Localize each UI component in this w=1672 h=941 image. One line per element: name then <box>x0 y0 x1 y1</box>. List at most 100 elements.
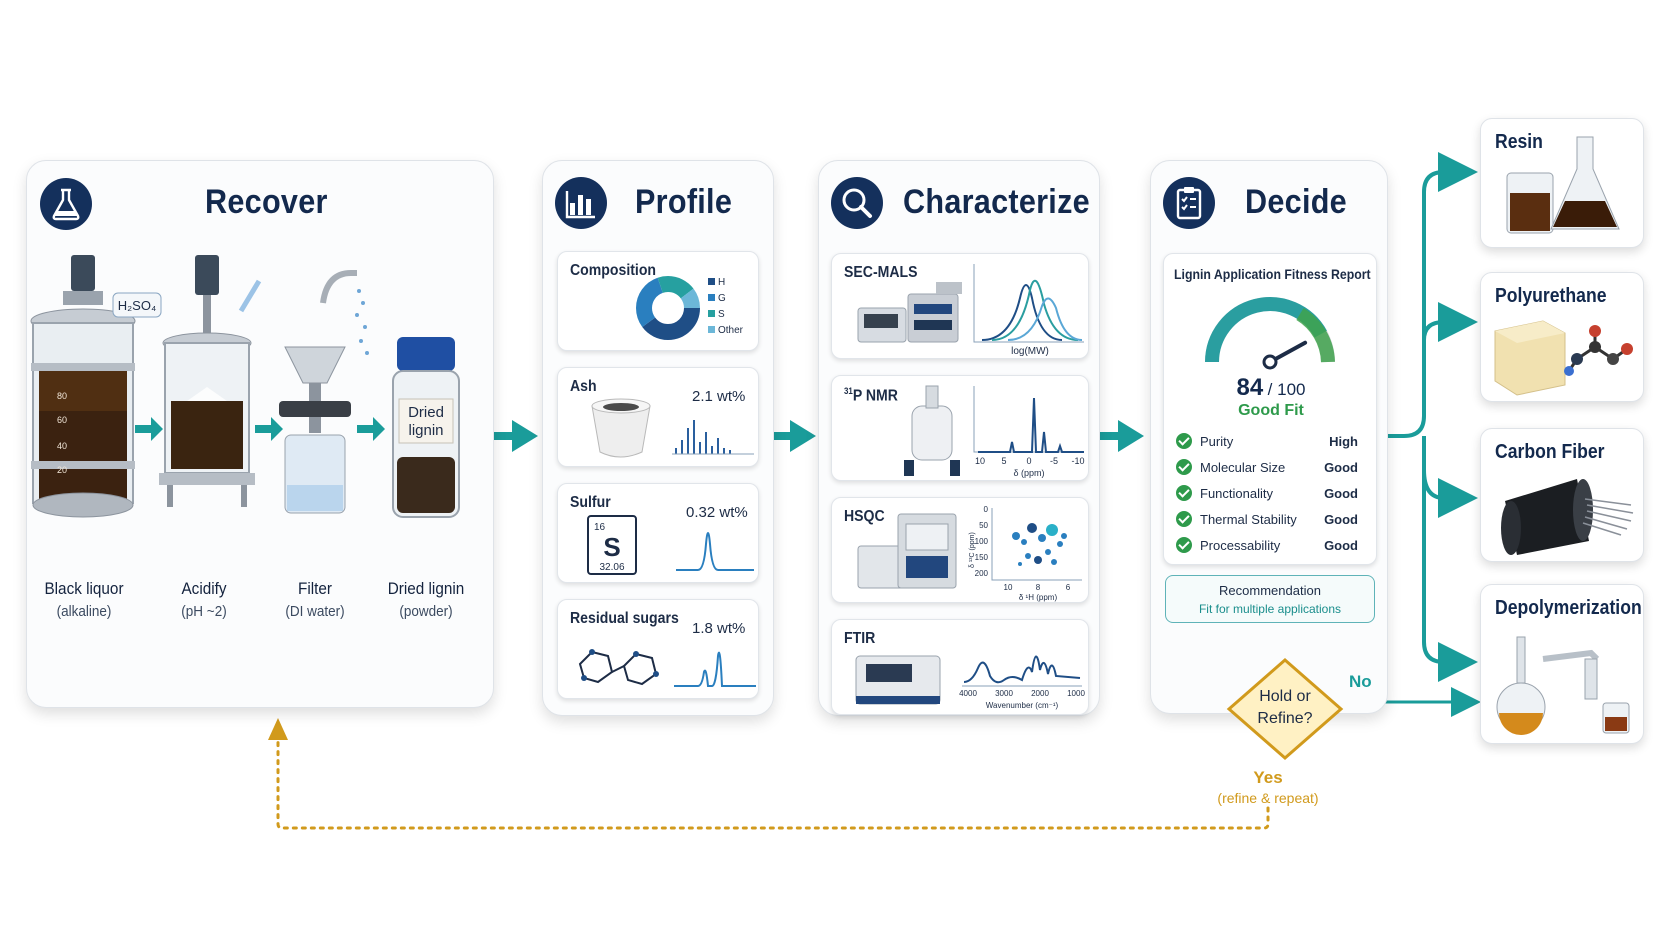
check-icon <box>1176 537 1192 553</box>
branch-arrows <box>1388 152 1478 682</box>
ash-card: Ash 2.1 wt% <box>557 367 759 467</box>
recover-equipment: 80 60 40 20 H₂SO₄ <box>30 255 460 518</box>
tick: -10 <box>1071 456 1084 466</box>
ftir-instrument-image <box>855 655 941 705</box>
profile-panel: Profile Composition H G S Other Ash 2.1 … <box>542 160 774 716</box>
sulfur-value: 0.32 wt% <box>686 504 748 521</box>
ftir-label: FTIR <box>844 630 876 647</box>
composition-card: Composition H G S Other <box>557 251 759 351</box>
sec-mals-card: SEC-MALS log(MW) <box>831 253 1089 359</box>
ftir-chart: 4000 3000 2000 1000 Wavenumber (cm⁻¹) <box>855 655 1085 710</box>
step-sub: (powder) <box>399 603 453 620</box>
sulfur-label: Sulfur <box>570 494 611 511</box>
foam-block-icon <box>1494 320 1633 396</box>
legend-other: Other <box>718 325 744 336</box>
sugars-card: Residual sugars 1.8 wt% <box>557 599 759 699</box>
sugars-value: 1.8 wt% <box>692 620 746 637</box>
report-title: Lignin Application Fitness Report <box>1174 266 1371 282</box>
p-nmr-label: 31P NMR <box>844 386 898 405</box>
tick: 10 <box>975 456 985 466</box>
legend-g: G <box>718 293 726 304</box>
composition-donut: H G S Other <box>636 276 744 340</box>
diamond-line-1: Hold or <box>1259 688 1311 705</box>
step-name: Filter <box>297 579 333 598</box>
check-icon <box>1176 485 1192 501</box>
sec-mals-chart: log(MW) <box>857 264 1084 357</box>
stage-arrow-recover-profile <box>494 420 538 452</box>
sulfur-chart: 16 S 32.06 <box>587 515 754 575</box>
application-depolymerization: Depolymerization <box>1480 584 1644 744</box>
magnifier-icon <box>831 177 883 229</box>
step-sub: (alkaline) <box>56 603 112 620</box>
score-value: 84 / 100 <box>1236 374 1306 401</box>
p-nmr-chart: 10 5 0 -5 -10 δ (ppm) <box>904 385 1085 478</box>
decide-title: Decide <box>1245 183 1347 221</box>
stage-arrow-profile-characterize <box>772 420 816 452</box>
svg-text:80: 80 <box>57 391 67 401</box>
application-label: Depolymerization <box>1495 597 1642 619</box>
svg-text:60: 60 <box>57 415 67 425</box>
element-mass: 32.06 <box>599 562 624 573</box>
spectrometer-image <box>857 513 957 589</box>
recommendation-box: Recommendation Fit for multiple applicat… <box>1165 575 1375 623</box>
decide-panel: Decide Lignin Application Fitness Report… <box>1150 160 1388 714</box>
sec-mals-axis: log(MW) <box>1011 346 1049 357</box>
tick: 50 <box>979 521 988 530</box>
fiber-spool-icon <box>1501 479 1634 555</box>
jar-label-line-1: Dried <box>408 404 444 421</box>
element-symbol: S <box>603 532 620 562</box>
step-name: Acidify <box>181 579 227 598</box>
sugar-molecule-image <box>578 649 756 687</box>
distillation-icon <box>1496 636 1630 735</box>
fitness-report-card: Lignin Application Fitness Report 84 / 1… <box>1163 253 1377 565</box>
application-label: Polyurethane <box>1495 285 1607 307</box>
profile-title: Profile <box>635 183 733 221</box>
no-label: No <box>1349 672 1372 691</box>
filter-funnel-image <box>279 270 369 514</box>
tick: 5 <box>1001 456 1006 466</box>
bar-chart-icon <box>555 177 607 229</box>
svg-text:20: 20 <box>57 465 67 475</box>
hsqc-card: HSQC 0 50 100 150 200 δ ¹³C (ppm) <box>831 497 1089 603</box>
svg-text:40: 40 <box>57 441 67 451</box>
hsqc-label: HSQC <box>844 508 885 525</box>
tick: 0 <box>984 505 989 514</box>
sulfur-card: Sulfur 0.32 wt% 16 S 32.06 <box>557 483 759 583</box>
score-gauge <box>1205 297 1335 370</box>
check-icon <box>1176 459 1192 475</box>
ash-label: Ash <box>570 378 597 395</box>
tick: 2000 <box>1031 689 1049 698</box>
dried-lignin-jar-image <box>392 337 460 518</box>
recover-panel: Recover 80 60 40 20 H <box>26 160 494 708</box>
legend-s: S <box>718 309 725 320</box>
tick: 200 <box>975 569 989 578</box>
hsqc-y-axis: δ ¹³C (ppm) <box>969 532 976 568</box>
recover-title: Recover <box>205 183 328 221</box>
hsqc-x-axis: δ ¹H (ppm) <box>1019 593 1058 602</box>
step-name: Black liquor <box>44 579 124 598</box>
tick: -5 <box>1050 456 1058 466</box>
reactor-vessel-image <box>30 255 136 518</box>
tick: 3000 <box>995 689 1013 698</box>
hold-or-refine-diamond: Hold or Refine? <box>1225 656 1345 762</box>
tick: 8 <box>1036 583 1041 592</box>
beaker-icon <box>1506 136 1620 234</box>
tick: 0 <box>1026 456 1031 466</box>
step-arrow <box>255 417 283 441</box>
tick: 150 <box>975 553 989 562</box>
tick: 1000 <box>1067 689 1085 698</box>
tick: 4000 <box>959 689 977 698</box>
step-sub: (pH ~2) <box>181 603 227 620</box>
p-nmr-card: 31P NMR 10 5 0 -5 -10 δ (ppm) <box>831 375 1089 481</box>
check-icon <box>1176 511 1192 527</box>
refine-loop-arrow <box>268 718 1270 830</box>
step-arrow <box>135 417 163 441</box>
cylinder-scale: 80 60 40 20 <box>57 391 67 475</box>
